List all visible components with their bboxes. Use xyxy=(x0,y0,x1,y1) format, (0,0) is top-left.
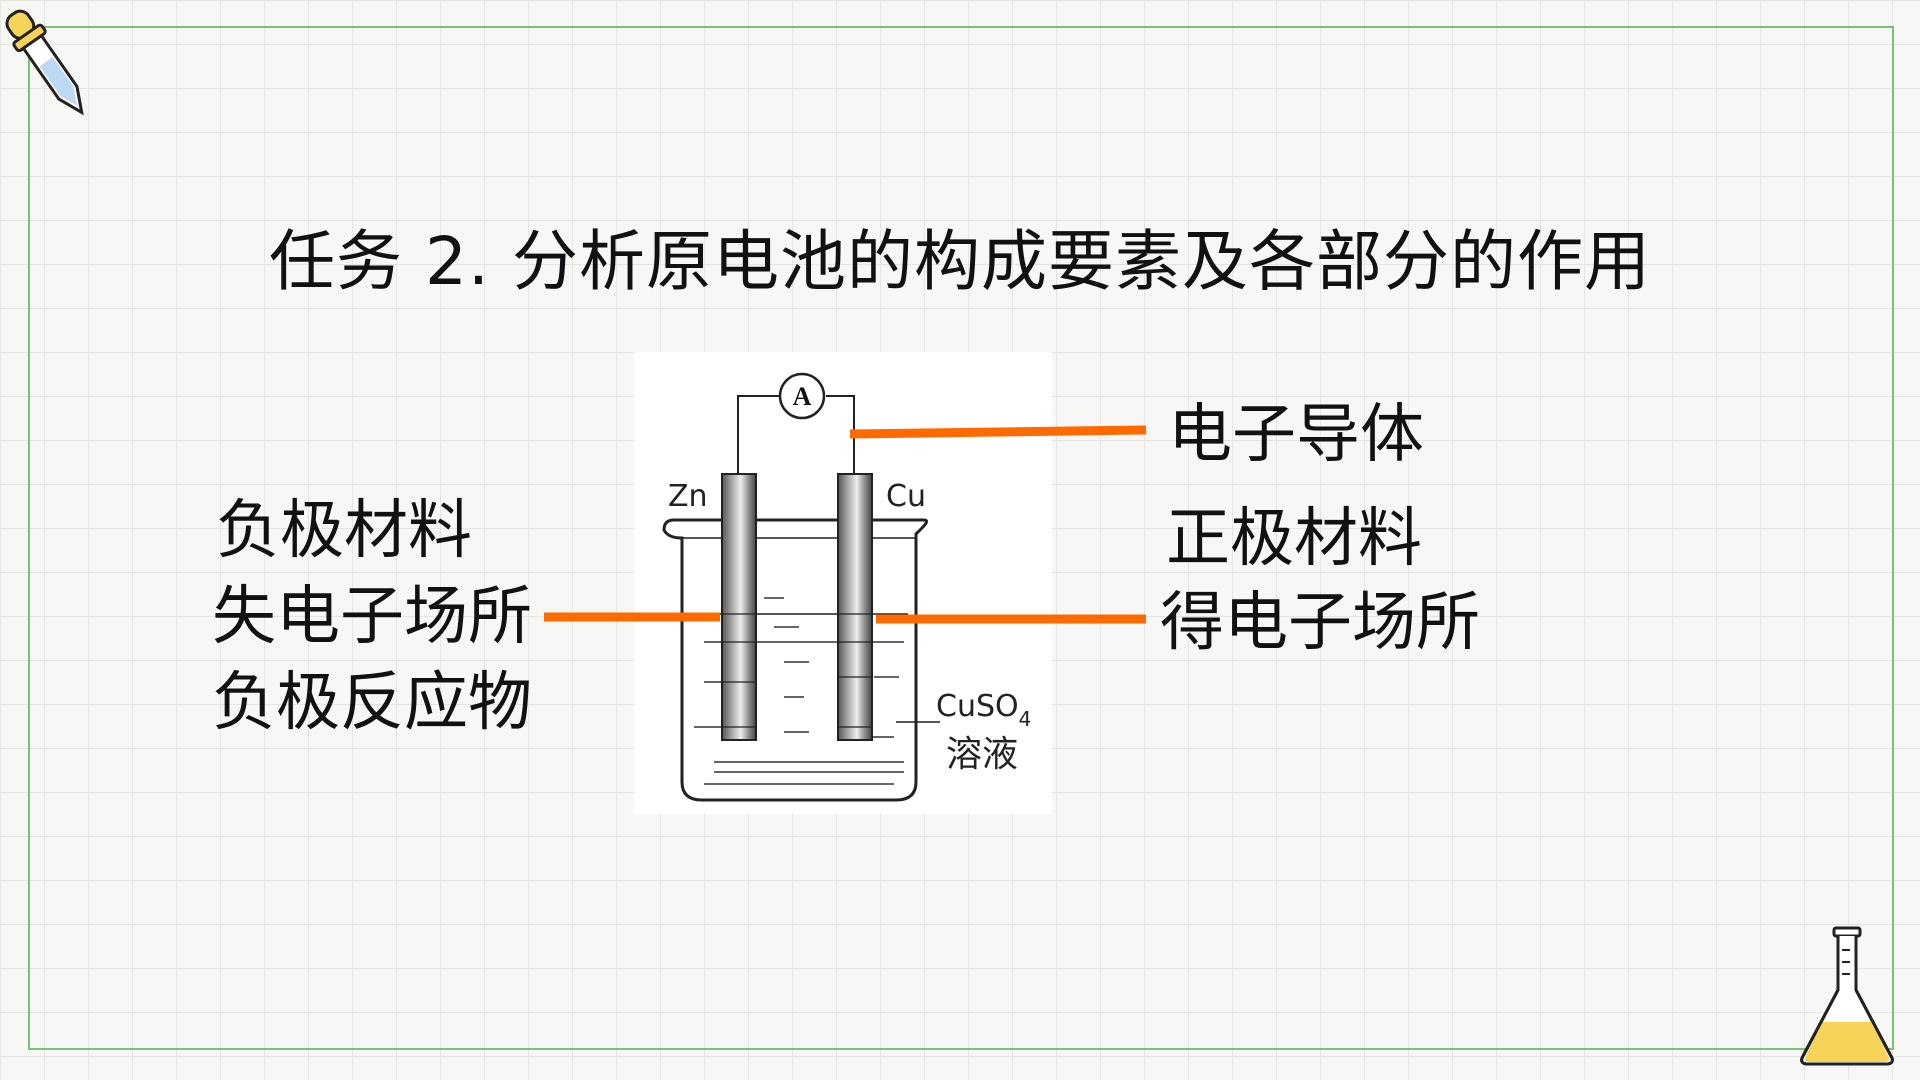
slide-title: 任务 2. 分析原电池的构成要素及各部分的作用 xyxy=(269,223,1651,300)
ammeter-icon xyxy=(778,372,826,420)
solution-formula: CuSO4 xyxy=(936,689,1031,731)
zinc-electrode xyxy=(721,473,757,741)
galvanic-cell-svg: A xyxy=(662,372,1031,802)
slide-border xyxy=(28,26,1894,1050)
electrode-submerged-lines xyxy=(722,613,872,728)
ammeter-label: A xyxy=(793,382,812,411)
dropper-icon xyxy=(5,9,84,116)
zinc-label: Zn xyxy=(668,479,708,514)
flask-icon xyxy=(1800,926,1894,1066)
galvanic-cell-diagram: A xyxy=(634,352,1052,814)
wire-right xyxy=(826,395,855,476)
label-negative-reactant: 负极反应物 xyxy=(212,666,532,740)
label-negative-material: 负极材料 xyxy=(216,494,472,568)
solution-name: 溶液 xyxy=(946,734,1018,775)
label-gain-electron-site: 得电子场所 xyxy=(1160,586,1480,660)
label-electron-conductor: 电子导体 xyxy=(1168,398,1424,472)
label-positive-material: 正极材料 xyxy=(1166,502,1422,576)
beaker xyxy=(662,518,929,802)
wire-left xyxy=(737,395,780,476)
label-lose-electron-site: 失电子场所 xyxy=(212,580,532,654)
copper-label: Cu xyxy=(886,479,926,514)
copper-electrode xyxy=(837,473,873,741)
